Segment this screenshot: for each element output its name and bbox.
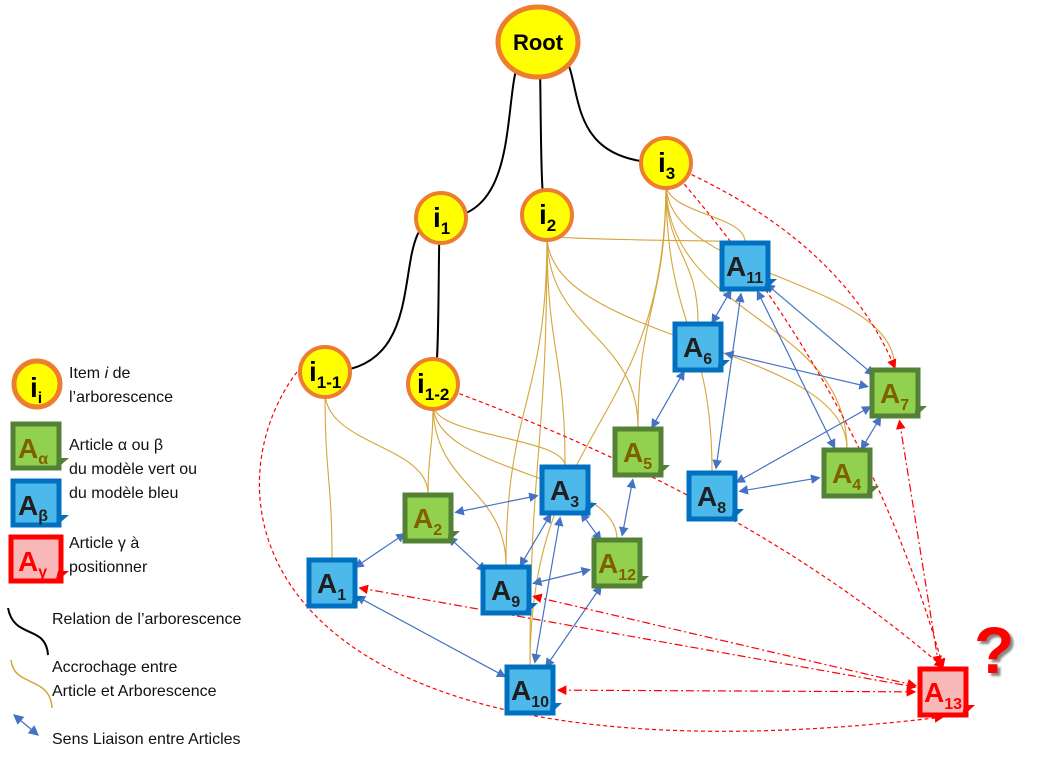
hook-edge-i11-A2 <box>324 391 429 495</box>
article-node-A6[interactable]: A6 <box>672 321 730 373</box>
item-node-i11[interactable]: i1-1 <box>298 345 352 399</box>
article-node-A12[interactable]: A12 <box>591 537 649 589</box>
hook-edge-i3-A6 <box>665 182 699 324</box>
legend-blue-article-icon: Aβ <box>10 478 69 528</box>
article-node-A5[interactable]: A5 <box>612 426 670 478</box>
article-node-A10[interactable]: A10 <box>504 664 562 716</box>
article-node-A1[interactable]: A1 <box>306 557 364 609</box>
hook-edge-i12-A2 <box>427 403 434 495</box>
hook-edge-i3-A7 <box>665 182 896 370</box>
hook-edge-i2-A3 <box>546 234 566 467</box>
legend-red-article-icon: Aγ <box>8 534 69 584</box>
link-edge-A3-A12 <box>580 511 602 542</box>
link-edge-A9-A2 <box>447 536 487 572</box>
link-edge-A7-A4 <box>860 415 882 451</box>
link-edge-A5-A12 <box>619 478 636 537</box>
link-edge-A2-A1 <box>354 533 406 568</box>
link-edge-A11-A6 <box>711 289 732 324</box>
legend-hook-line <box>10 659 53 709</box>
hook-edge-i2-A9 <box>505 234 548 567</box>
hook-edge-i12-A12 <box>432 403 618 540</box>
hook-edge-i2-A11 <box>546 234 746 243</box>
link-edge-A7-A8 <box>735 406 872 483</box>
hook-edge-i12-A9 <box>432 403 507 567</box>
gamma-link-A7-A13 <box>896 419 942 666</box>
gamma-edge-i12-A13 <box>432 383 944 668</box>
gamma-edge-i3-A7 <box>665 162 897 370</box>
legend-graphics: ii A1Aα Aβ Aγ <box>7 358 69 736</box>
gamma-edge-i11-A13 <box>258 371 945 732</box>
hook-edge-i2-A5 <box>546 234 639 429</box>
hook-edge-i11-A1 <box>324 391 333 560</box>
legend-link-arrow <box>13 714 39 736</box>
article-node-A3[interactable]: A3 <box>539 464 597 516</box>
question-mark: ? <box>974 613 1015 687</box>
legend-link-text: Sens Liaison entre Articles <box>52 731 241 748</box>
hook-edge-i3-A11 <box>665 182 746 243</box>
article-node-A11[interactable]: A11 <box>719 240 777 292</box>
hook-edge-i3-A4 <box>665 182 848 450</box>
item-node-root[interactable]: Root <box>495 4 581 80</box>
item-node-i3[interactable]: i3 <box>639 136 693 190</box>
link-edge-A4-A8 <box>738 474 821 495</box>
link-edge-A6-A7 <box>724 350 869 390</box>
article-node-A9[interactable]: A9 <box>480 564 538 616</box>
article-node-A8[interactable]: A8 <box>686 470 744 522</box>
article-node-A2[interactable]: A2 <box>402 492 460 544</box>
tree-edge-i1-i11 <box>324 217 442 373</box>
item-node-i12[interactable]: i1-2 <box>406 357 460 411</box>
link-edge-A10-A12 <box>545 585 602 668</box>
legend-green-article-icon: A1Aα <box>10 421 69 471</box>
link-edge-A3-A10 <box>531 516 564 664</box>
link-edge-A6-A5 <box>651 370 685 429</box>
legend-tree-text: Relation de l’arborescence <box>52 611 242 628</box>
link-edge-A9-A12 <box>532 566 591 587</box>
link-edge-A3-A2 <box>454 492 539 516</box>
legend-tree-line <box>7 607 49 656</box>
article-node-A4[interactable]: A4 <box>821 447 879 499</box>
hook-edge-i12-A3 <box>432 403 566 467</box>
item-node-i1[interactable]: i1 <box>414 191 468 245</box>
legend-item-glyph: ii <box>30 372 42 407</box>
legend-item-icon <box>11 358 63 410</box>
gamma-link-A9-A13 <box>532 593 917 689</box>
hook-edge-i3-A5 <box>637 182 667 429</box>
link-edge-A11-A8 <box>712 292 745 470</box>
gamma-link-A1-A13 <box>358 584 917 691</box>
article-node-A7[interactable]: A7 <box>869 367 927 419</box>
item-node-i2[interactable]: i2 <box>520 188 574 242</box>
link-edge-A11-A7 <box>765 283 875 376</box>
svg-text:Root: Root <box>513 30 564 55</box>
article-node-A13[interactable]: A13 <box>917 666 975 718</box>
gamma-link-A10-A13 <box>556 685 917 697</box>
